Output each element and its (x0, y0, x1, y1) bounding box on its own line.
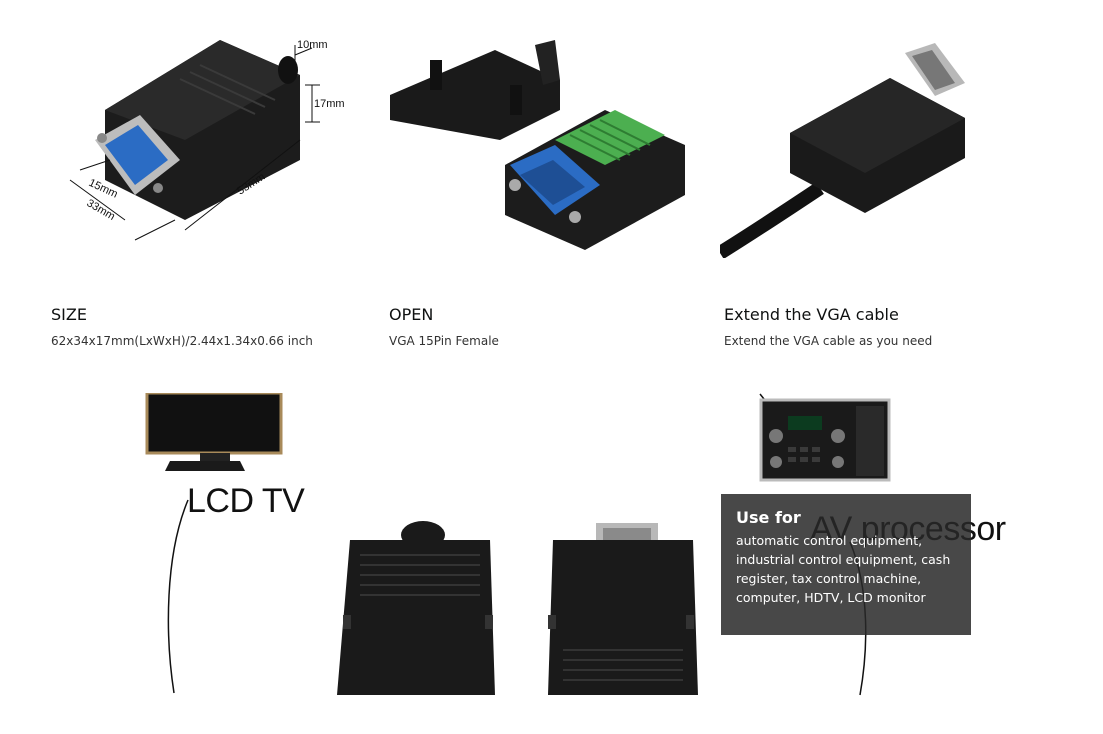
size-subtitle: 62x34x17mm(LxWxH)/2.44x1.34x0.66 inch (51, 334, 313, 348)
open-connector-icon (390, 40, 685, 250)
tv-icon (145, 391, 283, 471)
extend-title: Extend the VGA cable (724, 305, 899, 324)
cable-connector-icon (716, 43, 965, 259)
use-for-heading: Use for (736, 508, 801, 527)
open-product-image (385, 35, 695, 250)
connector-back-icon (337, 521, 495, 695)
open-subtitle: VGA 15Pin Female (389, 334, 499, 348)
size-product-image: 10mm 17mm 15mm 33mm 53mm (50, 20, 350, 270)
open-title: OPEN (389, 305, 434, 324)
vga-connector-dimensions-icon: 10mm 17mm 15mm 33mm 53mm (69, 39, 345, 241)
size-title: SIZE (51, 305, 87, 324)
extend-product-image (716, 38, 970, 259)
av-receiver-icon (759, 393, 891, 482)
extend-subtitle: Extend the VGA cable as you need (724, 334, 933, 348)
connector-back-left-image (335, 520, 500, 695)
use-for-overlay: Use for automatic control equipment, ind… (721, 494, 971, 635)
lcd-tv-label: LCD TV (187, 482, 305, 520)
av-processor-image (758, 392, 893, 490)
connector-back-right-image (548, 520, 698, 695)
connector-front-icon (548, 523, 698, 695)
lcd-tv-image (145, 391, 285, 473)
dim-33mm: 33mm (85, 197, 117, 223)
use-for-text: automatic control equipment, industrial … (736, 533, 951, 605)
dim-10mm: 10mm (297, 39, 328, 51)
connection-curve-left (167, 499, 189, 694)
dim-17mm: 17mm (314, 98, 345, 110)
